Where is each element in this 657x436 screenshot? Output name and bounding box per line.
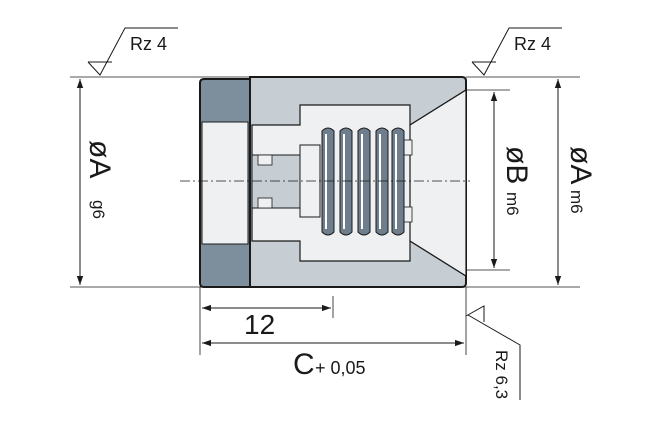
roughness-label-top-right: Rz 4 [514,34,551,54]
dia-a-tolerance: g6 [89,200,108,219]
extension-lines [70,76,580,355]
part-body [199,76,467,288]
roughness-symbol-bottom-right [465,305,521,400]
spring-coil [339,127,353,236]
end-cap-face [201,121,249,245]
spring [321,127,405,236]
length-c-label: C [293,348,315,381]
roughness-label-bottom-right: Rz 6,3 [492,350,511,399]
spring-coil [375,127,389,236]
roughness-label-top-left: Rz 4 [130,34,167,54]
roughness-symbol-top-left [87,27,178,76]
length-c-tolerance: + 0,05 [315,358,366,378]
roughness-symbol-top-right [471,27,562,76]
pin-step-bottom [257,197,273,209]
dia-b-tolerance: m6 [503,192,522,216]
spring-coil [357,127,371,236]
spring-coil [391,127,405,236]
dia-b-symbol: øB [500,146,533,184]
length-12-label: 12 [244,309,275,340]
cone-face [409,88,467,278]
dia-a-right-tolerance: m6 [567,190,586,214]
dia-a-right-symbol: øA [564,146,597,184]
pin-step-top [257,154,273,166]
dia-a-symbol: øA [83,140,116,178]
dimension-lines [76,79,562,347]
spring-coil [321,127,335,236]
